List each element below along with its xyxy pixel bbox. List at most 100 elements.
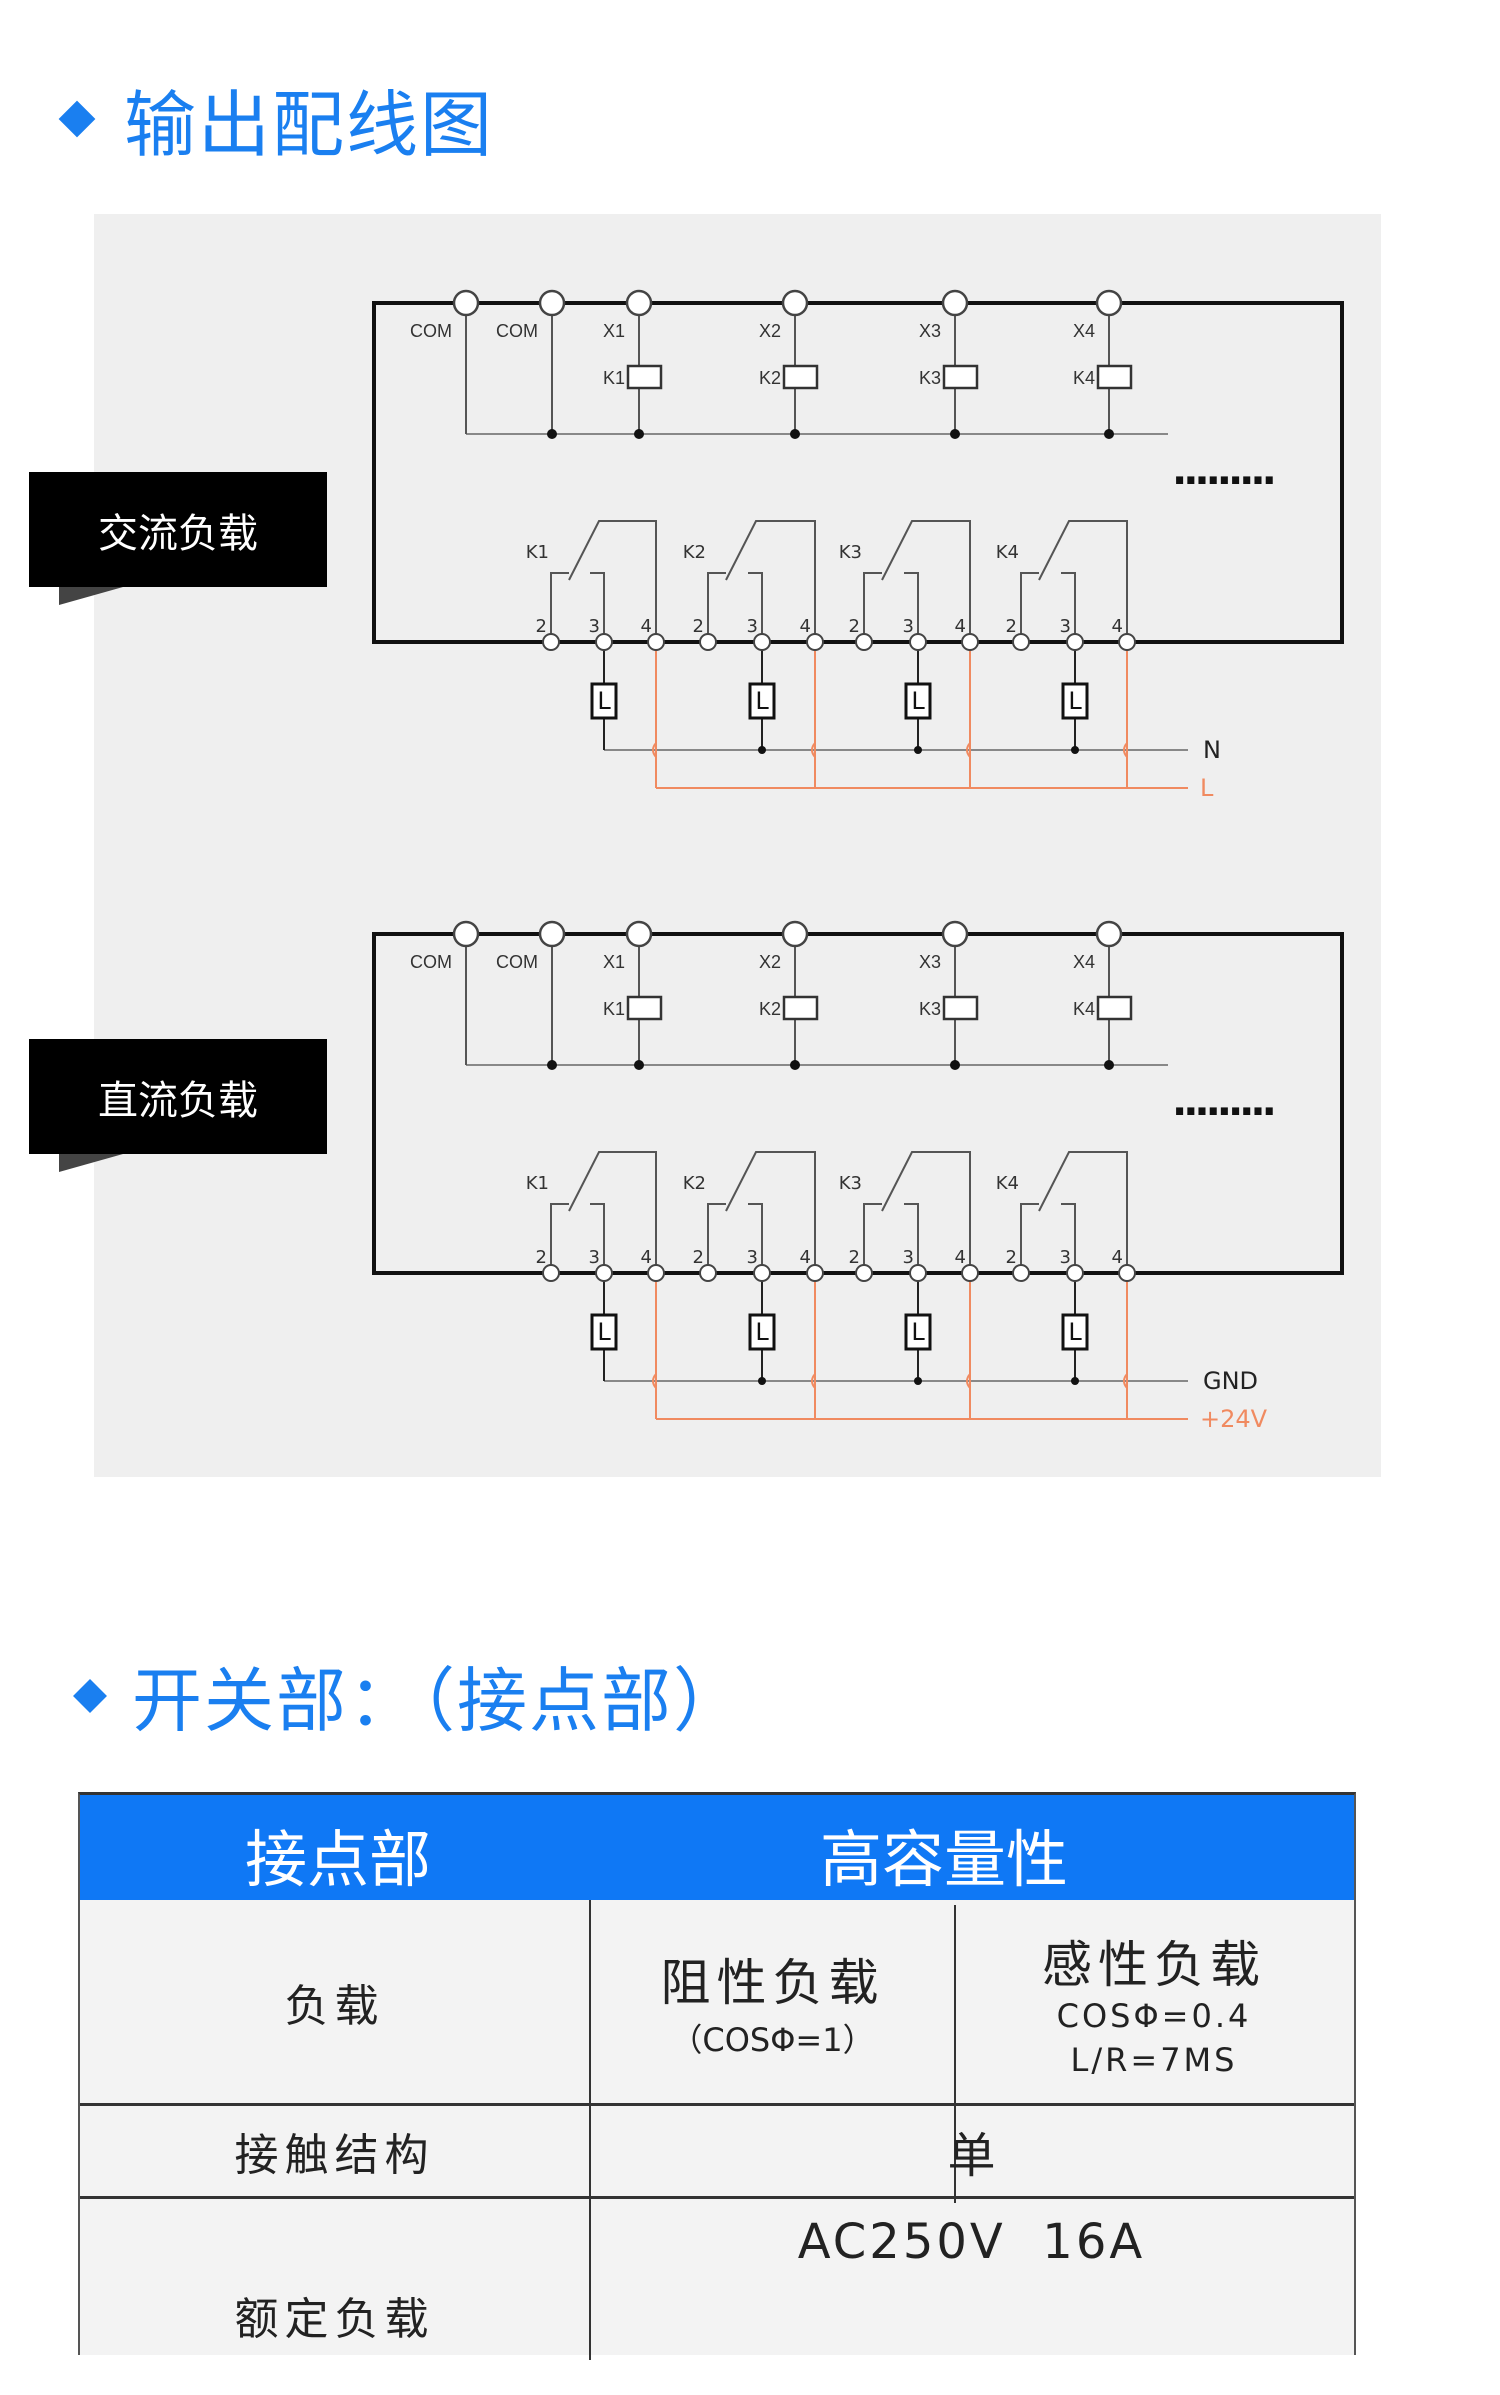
wire-crossover [652, 742, 657, 758]
pin-label: 2 [849, 1247, 860, 1268]
output-terminal [595, 1264, 613, 1282]
relay-contact-label: K3 [839, 542, 862, 563]
pin-label: 3 [903, 616, 914, 637]
table-header: 接点部 高容量性 [80, 1795, 1354, 1900]
contact-no-wire [1061, 1203, 1076, 1273]
inductive-load-label: 感性负载 [1042, 1935, 1266, 1994]
terminal-label: COM [410, 952, 452, 972]
resistive-load-label: 阻性负载 [660, 1953, 885, 2012]
pin-label: 4 [955, 616, 966, 637]
output-terminal [1066, 633, 1084, 651]
relay-contact-label: K4 [996, 1173, 1019, 1194]
divider [954, 1905, 956, 2203]
pin-label: 2 [1006, 616, 1017, 637]
output-terminal [961, 1264, 979, 1282]
load-box [590, 1313, 618, 1351]
section-title-text: 输出配线图 [124, 83, 495, 167]
output-terminal [542, 633, 560, 651]
load-label: L [755, 687, 769, 715]
relay-contact-label: K1 [526, 1173, 549, 1194]
contact-nc-wire [1020, 572, 1039, 642]
wire-crossover [966, 1373, 971, 1389]
contact-no-wire [904, 1203, 919, 1273]
output-terminal [806, 1264, 824, 1282]
load-label: L [597, 1318, 611, 1346]
relay-contact-label: K3 [839, 1173, 862, 1194]
output-terminal [961, 633, 979, 651]
input-terminal [538, 920, 566, 948]
output-terminal [753, 633, 771, 651]
load-label: L [597, 687, 611, 715]
contact-nc-wire [1020, 1203, 1039, 1273]
input-terminal [625, 920, 653, 948]
terminal-label: COM [496, 321, 538, 341]
pin-label: 3 [747, 1247, 758, 1268]
terminal-label: COM [410, 321, 452, 341]
junction-dot [790, 1060, 800, 1070]
divider [80, 2103, 1354, 2106]
relay-coil-label: K4 [1073, 999, 1095, 1019]
dc-load-tag: 直流负载 [29, 1039, 327, 1154]
wire-crossover [652, 1373, 657, 1389]
relay-coil [626, 364, 663, 390]
relay-coil [626, 995, 663, 1021]
relay-contact-label: K2 [683, 542, 706, 563]
ellipsis-more: ......... [1172, 1079, 1274, 1125]
terminal-label: X1 [603, 321, 625, 341]
pin-label: 4 [1112, 616, 1123, 637]
relay-coil-label: K2 [759, 368, 781, 388]
input-terminal [538, 289, 566, 317]
section-title-text: 开关部：（接点部） [132, 1660, 745, 1742]
inductive-load-cell: 感性负载 COSΦ=0.4 L/R=7MS [956, 1900, 1352, 2103]
junction-dot [1104, 1060, 1114, 1070]
input-terminal [941, 920, 969, 948]
pin-label: 2 [693, 1247, 704, 1268]
output-terminal [699, 1264, 717, 1282]
output-terminal [699, 633, 717, 651]
pin-label: 3 [589, 1247, 600, 1268]
wire-crossover [1123, 742, 1128, 758]
contact-nc-wire [863, 572, 882, 642]
table-row-rated-load-label: 额定负载 [234, 2294, 435, 2345]
output-terminal [1066, 1264, 1084, 1282]
contact-no-wire [904, 572, 919, 642]
output-terminal [1012, 1264, 1030, 1282]
resistive-load-note: （COSΦ=1） [670, 2020, 875, 2059]
load-label: L [1068, 1318, 1082, 1346]
header-contact: 接点部 [245, 1823, 432, 1896]
load-box [748, 1313, 776, 1351]
contact-spec-table: 接点部 高容量性 负载 阻性负载 （COSΦ=1） 感性负载 COSΦ=0.4 … [78, 1792, 1356, 2360]
terminal-label: X3 [919, 952, 941, 972]
load-box [904, 682, 932, 720]
table-row-structure-label: 接触结构 [234, 2130, 435, 2181]
junction-dot [634, 429, 644, 439]
inductive-load-note: COSΦ=0.4 [1056, 1996, 1252, 2035]
input-terminal [781, 289, 809, 317]
wire-crossover [1123, 1373, 1128, 1389]
relay-coil [942, 364, 979, 390]
junction-dot [950, 1060, 960, 1070]
load-label: L [911, 687, 925, 715]
relay-switch-arm [1038, 520, 1128, 642]
contact-nc-wire [863, 1203, 882, 1273]
relay-coil [782, 364, 819, 390]
load-label: L [1068, 687, 1082, 715]
junction-dot [758, 746, 766, 754]
contact-nc-wire [707, 572, 726, 642]
relay-switch-arm [1038, 1151, 1128, 1273]
relay-coil-label: K1 [603, 999, 625, 1019]
wire-crossover [966, 742, 971, 758]
relay-switch-arm [725, 520, 816, 642]
input-terminal [452, 289, 480, 317]
pin-label: 3 [1060, 616, 1071, 637]
pin-label: 4 [955, 1247, 966, 1268]
relay-coil [1096, 364, 1133, 390]
contact-no-wire [748, 572, 763, 642]
pin-label: 3 [747, 616, 758, 637]
section-title-switch: 开关部：（接点部） [73, 1645, 745, 1746]
junction-dot [914, 1377, 922, 1385]
resistive-load-cell: 阻性负载 （COSΦ=1） [591, 1900, 954, 2103]
terminal-label: X4 [1073, 952, 1095, 972]
pin-label: 3 [589, 616, 600, 637]
